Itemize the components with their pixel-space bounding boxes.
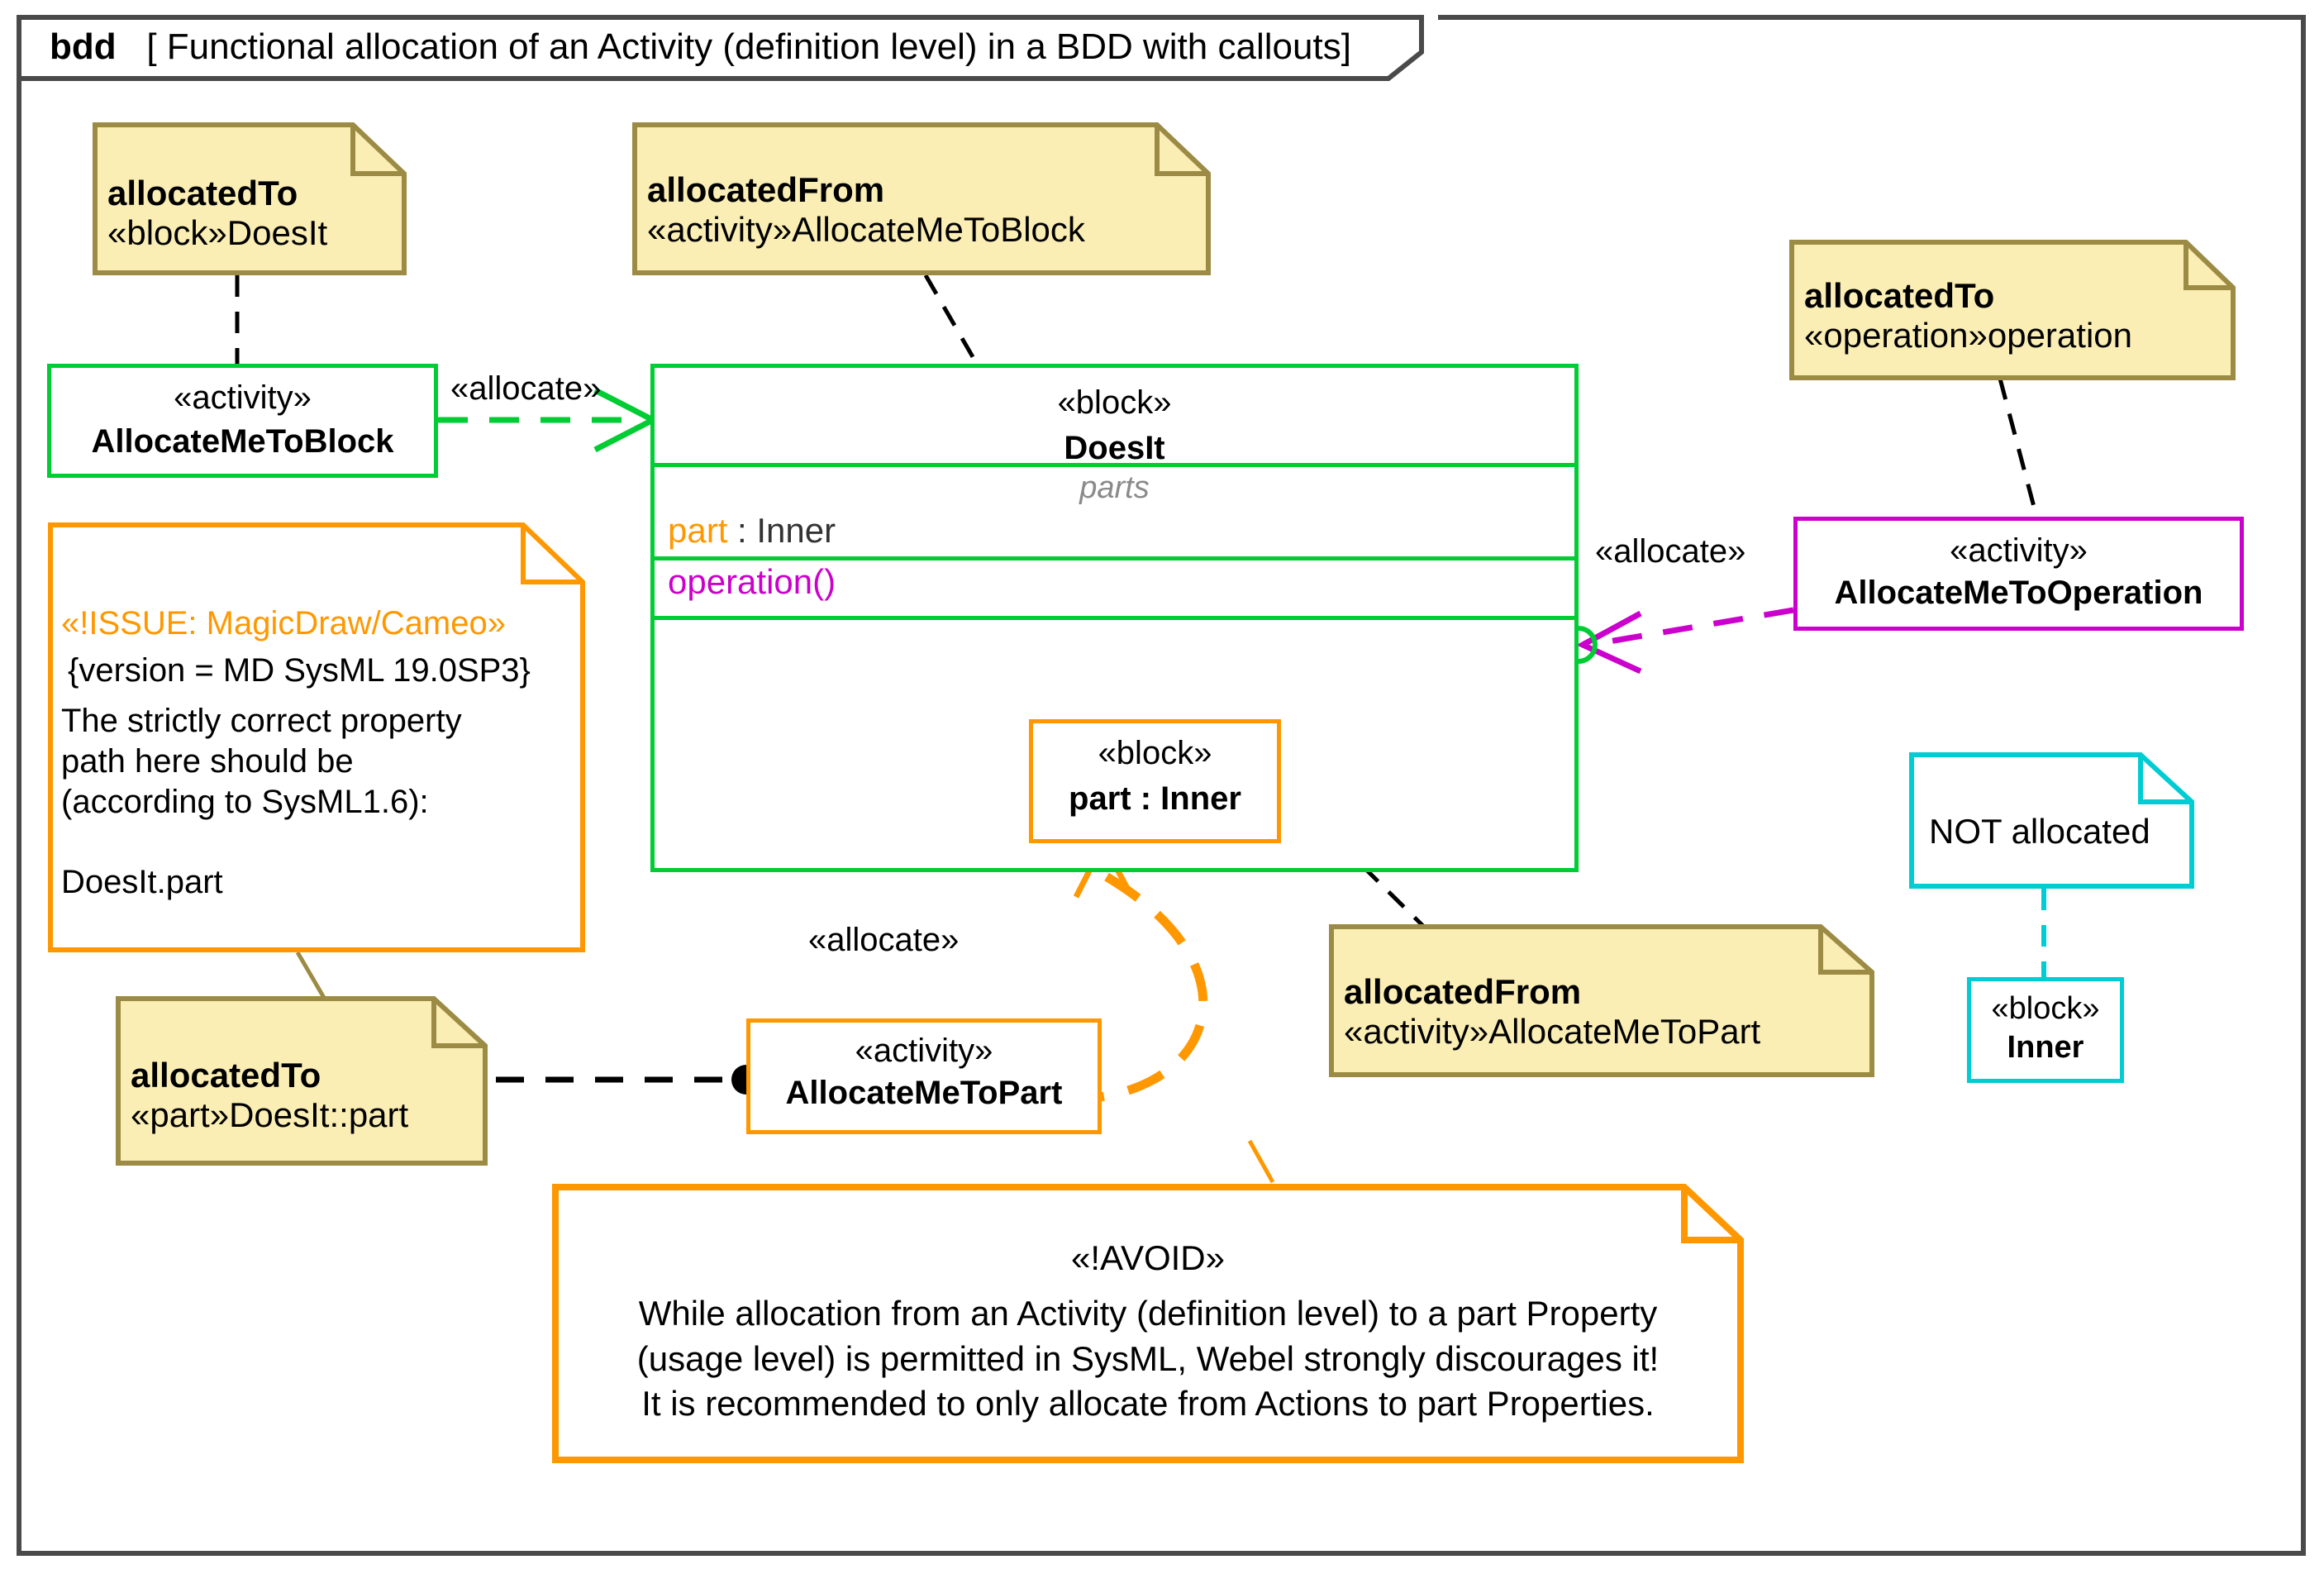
doesit-operations-compartment: operation()	[655, 560, 1574, 616]
note-line1: NOT allocated	[1929, 812, 2150, 851]
edge-label-allocate-operation: «allocate»	[1595, 533, 1746, 570]
issue-body-line: path here should be	[61, 742, 354, 780]
block-name: Inner	[2007, 1030, 2084, 1065]
note-allocated-to-part[interactable]: allocatedTo «part»DoesIt::part	[116, 996, 488, 1166]
edge-label-allocate-block: «allocate»	[450, 370, 602, 407]
note-line1: allocatedFrom	[647, 170, 885, 209]
avoid-body: While allocation from an Activity (defin…	[552, 1291, 1744, 1427]
avoid-stereotype: «!AVOID»	[1071, 1238, 1225, 1277]
note-line1: allocatedTo	[1804, 276, 1995, 315]
note-shape	[93, 122, 407, 275]
title-tab-outline	[17, 15, 1424, 81]
note-line2: «activity»AllocateMeToBlock	[647, 210, 1085, 249]
compartment-divider	[655, 556, 1574, 560]
block-name: AllocateMeToOperation	[1834, 575, 2203, 611]
issue-body-line: DoesIt.part	[61, 864, 223, 901]
diagram-title-tab: bdd [ Functional allocation of an Activi…	[17, 15, 1438, 81]
part-property[interactable]: part : Inner	[655, 511, 1574, 551]
issue-stereotype: «!ISSUE: MagicDraw/Cameo»	[61, 605, 506, 642]
block-stereotype: «activity»	[174, 379, 312, 416]
note-shape	[1789, 240, 2236, 380]
block-allocate-me-to-block[interactable]: «activity» AllocateMeToBlock	[47, 364, 438, 478]
issue-body-line: The strictly correct property	[61, 703, 462, 739]
block-name: AllocateMeToBlock	[91, 423, 394, 460]
note-avoid[interactable]: «!AVOID» While allocation from an Activi…	[552, 1184, 1744, 1463]
note-issue[interactable]: «!ISSUE: MagicDraw/Cameo» {version = MD …	[48, 522, 585, 952]
diagram-kind: bdd	[50, 26, 117, 67]
note-shape	[1329, 924, 1874, 1077]
block-allocate-me-to-part[interactable]: «activity» AllocateMeToPart	[746, 1018, 1102, 1134]
block-name: AllocateMeToPart	[785, 1075, 1063, 1111]
part-property-type: Inner	[756, 511, 836, 550]
doesit-parts-compartment: parts part : Inner	[655, 467, 1574, 556]
note-shape	[552, 1184, 1744, 1463]
compartment-divider	[655, 616, 1574, 620]
issue-body: The strictly correct property path here …	[61, 701, 585, 903]
note-shape	[1909, 752, 2194, 889]
note-shape	[116, 996, 488, 1166]
block-inner[interactable]: «block» Inner	[1967, 977, 2124, 1083]
note-line2: «block»DoesIt	[107, 213, 328, 252]
part-property-sep: :	[727, 511, 757, 550]
note-allocated-from-part[interactable]: allocatedFrom «activity»AllocateMeToPart	[1329, 924, 1874, 1077]
issue-version: {version = MD SysML 19.0SP3}	[68, 652, 531, 689]
block-stereotype: «activity»	[1950, 532, 2088, 569]
note-line1: allocatedTo	[107, 174, 298, 212]
block-allocate-me-to-operation[interactable]: «activity» AllocateMeToOperation	[1793, 517, 2244, 631]
operation-signature[interactable]: operation()	[668, 562, 836, 601]
block-stereotype: «activity»	[855, 1033, 993, 1069]
note-allocated-from-block[interactable]: allocatedFrom «activity»AllocateMeToBloc…	[632, 122, 1211, 275]
part-property-name: part	[668, 511, 728, 550]
note-shape	[48, 522, 585, 952]
note-line1: allocatedFrom	[1344, 972, 1582, 1011]
note-line2: «activity»AllocateMeToPart	[1344, 1012, 1761, 1051]
block-stereotype: «block»	[1057, 384, 1172, 421]
note-not-allocated[interactable]: NOT allocated	[1909, 752, 2194, 889]
doesit-header: «block» DoesIt	[655, 368, 1574, 466]
edge-label-allocate-part: «allocate»	[808, 922, 960, 958]
page-title: bdd [ Functional allocation of an Activi…	[50, 26, 1351, 68]
note-line2: «part»DoesIt::part	[131, 1095, 409, 1134]
block-stereotype: «block»	[1098, 735, 1212, 771]
block-stereotype: «block»	[1991, 991, 2100, 1026]
parts-compartment-label: parts	[1079, 470, 1150, 505]
note-line1: allocatedTo	[131, 1056, 321, 1095]
note-allocated-to-operation[interactable]: allocatedTo «operation»operation	[1789, 240, 2236, 380]
diagram-title-text: [ Functional allocation of an Activity (…	[146, 26, 1351, 67]
avoid-body-line: While allocation from an Activity (defin…	[638, 1294, 1658, 1333]
issue-body-line: (according to SysML1.6):	[61, 783, 429, 820]
note-line2: «operation»operation	[1804, 316, 2132, 355]
note-shape	[632, 122, 1211, 275]
block-part-inner[interactable]: «block» part : Inner	[1029, 719, 1281, 843]
compartment-divider	[655, 463, 1574, 467]
block-name: DoesIt	[1064, 430, 1165, 466]
issue-body-line	[61, 822, 585, 862]
avoid-body-line: It is recommended to only allocate from …	[641, 1384, 1655, 1424]
block-name: part : Inner	[1069, 780, 1241, 817]
avoid-body-line: (usage level) is permitted in SysML, Web…	[636, 1338, 1660, 1378]
note-allocated-to-block[interactable]: allocatedTo «block»DoesIt	[93, 122, 407, 275]
